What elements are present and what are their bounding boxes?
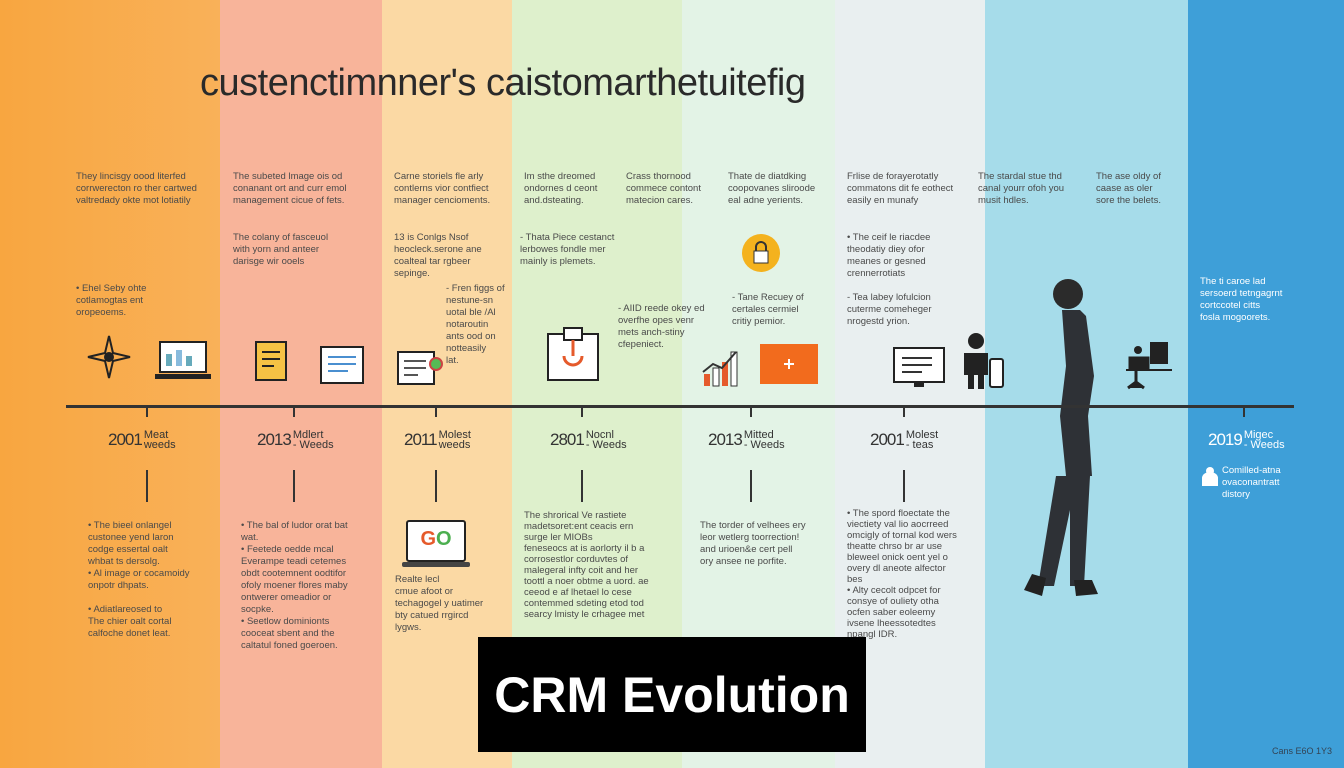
top-text: Thate de diatdking coopovanes sliroode e… (728, 171, 816, 206)
mid-text: 13 is Conlgs Nsof heocleck.serone ane co… (394, 232, 482, 279)
top-text: The ase oldy of caase as oler sore the b… (1096, 171, 1161, 206)
connector-line (903, 470, 905, 502)
mid-text: - Tea labey lofulcion cuterme comeheger … (847, 292, 932, 327)
year: 2001 (870, 430, 905, 449)
timeline-tick (581, 405, 583, 417)
year-sub: Migec - Weeds (1243, 429, 1285, 451)
title-banner: CRM Evolution (478, 637, 866, 752)
bottom-text: • The bieel onlangel custonee yend laron… (88, 520, 190, 639)
compass-drone-icon (87, 335, 131, 379)
timeline-tick (146, 405, 148, 417)
top-text: Carne storiels fle arly contlerns vior c… (394, 171, 491, 206)
bottom-text: • The spord floectate the viectiety val … (847, 508, 957, 640)
go-laptop-icon: GO (402, 520, 470, 568)
top-text: The stardal stue thd canal yourr ofoh yo… (978, 171, 1065, 206)
lock-icon (742, 234, 780, 272)
orange-screen-icon (760, 344, 818, 384)
document-screen-icon (320, 346, 364, 384)
year: 2013 (257, 430, 292, 449)
timeline-tick (1243, 405, 1245, 417)
mid-text: • The ceif le riacdee theodatiy diey ofo… (847, 232, 931, 279)
mid-text: - Thata Piece cestanct lerbowes fondle m… (520, 232, 615, 267)
mid-text: The colany of fasceuol with yorn and ant… (233, 232, 329, 267)
mid-text: • Ehel Seby ohte cotlamogtas ent oropeoe… (76, 283, 147, 318)
woman-walking-figure (1024, 279, 1098, 596)
timeline-tick (435, 405, 437, 417)
bar-chart-icon (702, 351, 738, 387)
year: 2001 (108, 430, 143, 449)
year: 2801 (550, 430, 585, 449)
mid-text: - AIID reede okey ed overfhe opes venr m… (618, 303, 705, 350)
year-sub: Molest weeds (438, 429, 471, 451)
connector-line (581, 470, 583, 502)
bottom-text: • The bal of ludor orat bat wat. • Feete… (241, 520, 348, 651)
connector-line (293, 470, 295, 502)
top-text: They lincisgy oood literfed corrwerecton… (76, 171, 197, 206)
footer-credit: Cans E6O 1Y3 (1271, 746, 1332, 756)
person-phone-icon (964, 333, 1004, 389)
timeline-axis (66, 405, 1294, 408)
bottom-text: The shrorical Ve rastiete madetsoret:ent… (524, 510, 649, 620)
bottom-text: The torder of velhees ery leor wetlerg t… (700, 520, 806, 567)
user-badge-icon (1202, 467, 1218, 486)
year: 2019 (1208, 430, 1243, 449)
timeline-tick (750, 405, 752, 417)
certificate-icon (397, 351, 443, 385)
year: 2013 (708, 430, 743, 449)
year-sub: Molest - teas (905, 429, 939, 451)
mid-text: - Fren figgs of nestune-sn uotal ble /Al… (446, 283, 505, 366)
top-text: Im sthe dreomed ondornes d ceont and.dst… (524, 171, 598, 206)
top-text: Frlise de forayerotatly commatons dit fe… (847, 171, 954, 206)
connector-line (146, 470, 148, 502)
bottom-text: Comilled-atna ovaconantratt distory (1222, 465, 1281, 500)
connector-line (435, 470, 437, 502)
page-title: custenctimnner's caistomarthetuitefig (200, 62, 806, 104)
laptop-chart-icon (155, 341, 211, 379)
era-band-1 (0, 0, 220, 768)
top-text: The subeted lmage ois od conanant ort an… (233, 171, 347, 206)
office-desk-icon (1126, 342, 1172, 390)
monitor-text-icon (893, 347, 945, 387)
era-band-8 (1188, 0, 1344, 768)
year-sub: Mitted - Weeds (743, 429, 785, 451)
year-sub: Nocnl - Weeds (585, 429, 627, 451)
top-text: Crass thornood commece contont matecion … (626, 171, 701, 206)
year-sub: Meat weeds (143, 429, 176, 451)
year: 2011 (404, 430, 438, 449)
timeline-tick (903, 405, 905, 417)
mid-text: - Tane Recuey of certales cermiel critiy… (732, 292, 804, 327)
year-sub: Mdlert - Weeds (292, 429, 334, 451)
bottom-text: Realte lecl cmue afoot or techagogel y u… (395, 574, 484, 633)
mid-text: The ti caroe lad sersoerd tetngagrnt cor… (1200, 276, 1283, 323)
timeline-tick (293, 405, 295, 417)
document-note-icon (255, 341, 287, 381)
connector-line (750, 470, 752, 502)
clipboard-alert-icon (547, 327, 599, 381)
